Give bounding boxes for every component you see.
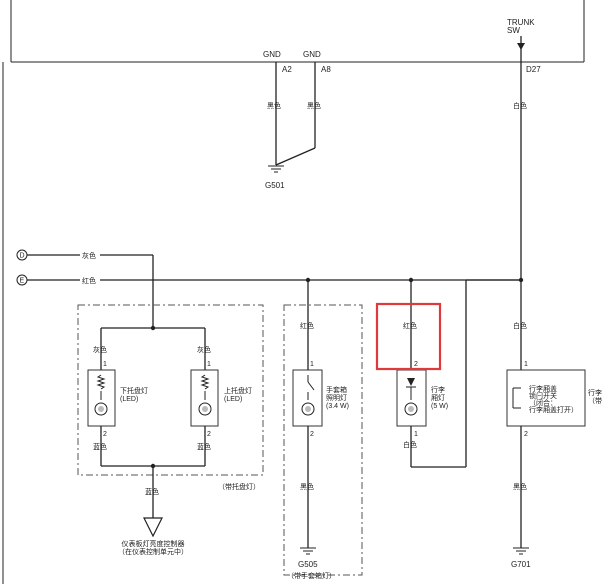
wire-black-sw: 黑色 (513, 482, 527, 491)
glovebox-light-group (283, 304, 363, 576)
glovebox-light-line1: 手套箱 (326, 385, 347, 394)
trunk-latch-switch-label: 行李厢盖锁闩开关（闭合：行李厢盖打开） (529, 384, 578, 414)
glovebox-note: （带手套箱灯） (287, 571, 336, 580)
glovebox-light-symbol (292, 369, 323, 427)
control-unit-outline (2, 0, 585, 584)
lower-tray-light-label: 下托盘灯(LED) (120, 386, 148, 403)
pin-s-2: 2 (524, 431, 528, 438)
pin-a8: A8 (321, 65, 331, 74)
wire-white-d27: 白色 (513, 101, 527, 110)
wire-red-e: 红色 (82, 276, 96, 285)
pin-s-1: 1 (524, 361, 528, 368)
upper-tray-light-symbol (190, 369, 219, 427)
pin-d27: D27 (526, 65, 541, 74)
pin-t-2: 2 (414, 361, 418, 368)
wire-white-trunk: 白色 (403, 440, 417, 449)
wire-blue-l2: 蓝色 (197, 442, 211, 451)
wire-black-glove: 黑色 (300, 482, 314, 491)
ground-symbol-g505 (300, 547, 316, 555)
upper-tray-light-line2: (LED) (224, 396, 242, 403)
wire-blue-out: 蓝色 (145, 487, 159, 496)
lower-tray-light-symbol (87, 369, 116, 427)
ground-g701: G701 (511, 560, 531, 569)
connector-e: E (16, 274, 28, 286)
pin-a2: A2 (282, 65, 292, 74)
wire-red-glove: 红色 (300, 321, 314, 330)
glovebox-light-label: 手套箱照明灯(3.4 W) (326, 385, 349, 410)
pin-l1-1: 1 (103, 361, 107, 368)
upper-tray-light-label: 上托盘灯(LED) (224, 386, 252, 403)
ground-g505: G505 (298, 560, 318, 569)
trunk-light-line1: 行李 (431, 385, 445, 394)
trunk-switch-side-line2: （带 (588, 397, 602, 405)
connector-d-label: D (20, 253, 25, 260)
wire-white-sw: 白色 (513, 321, 527, 330)
dimmer-controller-line2: （在仪表控制单元中） (118, 547, 188, 556)
trunk-sw-line2: SW (507, 26, 520, 35)
lower-tray-light-line2: (LED) (120, 396, 138, 403)
ground-g501: G501 (265, 181, 285, 190)
pin-l2-1: 1 (207, 361, 211, 368)
trunk-sw-line1: TRUNK (507, 18, 535, 27)
wire-gray-d: 灰色 (82, 251, 96, 260)
pin-t-1: 1 (414, 431, 418, 438)
ground-symbol-g501 (268, 165, 284, 173)
dimmer-controller-label: 仪表板灯亮度控制器（在仪表控制单元中） (118, 539, 188, 556)
trunk-light-line2: 厢灯 (431, 393, 445, 402)
trunk-switch-line3: （闭合： (529, 398, 557, 407)
wire-gray-l2: 灰色 (197, 345, 211, 354)
glovebox-light-line3: (3.4 W) (326, 403, 349, 410)
wire-black-a8: 黑色 (307, 101, 321, 110)
wire-black-a2: 黑色 (267, 101, 281, 110)
gnd-label-a: GND (263, 50, 281, 59)
pin-l1-2: 2 (103, 431, 107, 438)
upper-tray-light-line1: 上托盘灯 (224, 386, 252, 395)
pin-l2-2: 2 (207, 431, 211, 438)
trunk-light-line3: (5 W) (431, 403, 448, 410)
wire-gray-l1: 灰色 (93, 345, 107, 354)
dimmer-controller-line1: 仪表板灯亮度控制器 (122, 539, 185, 548)
pin-g-2: 2 (310, 431, 314, 438)
trunk-switch-side-label: 行李（带 (588, 388, 602, 405)
trunk-switch-line1: 行李厢盖 (529, 384, 557, 393)
wire-blue-l1: 蓝色 (93, 442, 107, 451)
ground-symbol-g701 (513, 547, 529, 555)
tray-light-group (77, 304, 264, 476)
trunk-switch-line2: 锁闩开关 (529, 391, 557, 400)
trunk-light-symbol (396, 369, 427, 427)
glovebox-light-line2: 照明灯 (326, 393, 347, 402)
tray-light-note: （带托盘灯） (218, 482, 260, 491)
trunk-latch-switch-symbol (506, 369, 586, 427)
trunk-switch-side-line1: 行李 (588, 388, 602, 397)
lower-tray-light-line1: 下托盘灯 (120, 386, 148, 395)
connector-d: D (16, 249, 28, 261)
gnd-label-b: GND (303, 50, 321, 59)
trunk-switch-line4: 行李厢盖打开） (529, 405, 578, 414)
highlight-box (375, 302, 442, 371)
pin-g-1: 1 (310, 361, 314, 368)
wire-red-trunk: 红色 (403, 321, 417, 330)
connector-e-label: E (20, 278, 25, 285)
dimmer-controller-symbol (143, 517, 163, 538)
trunk-light-label: 行李厢灯(5 W) (431, 385, 448, 410)
